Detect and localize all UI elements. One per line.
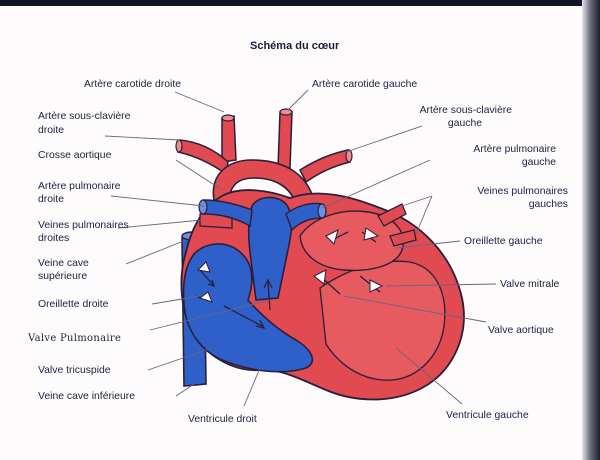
- leader-carotide-gauche: [287, 89, 309, 111]
- subclavian-left-vessel: [299, 149, 351, 184]
- leader-valve-tricuspide: [147, 347, 213, 371]
- leader-lines: [104, 89, 497, 407]
- valve-flap: [363, 227, 380, 241]
- label-veines-gauches-line1: Veines pulmonaires: [477, 186, 568, 197]
- flow-arrow-head: [255, 319, 266, 329]
- aorta: [175, 108, 353, 206]
- diagram-title: Schéma du cœur: [250, 40, 340, 52]
- leader-valve-pulmonaire: [149, 299, 271, 331]
- label-veine-cave-sup-line1: Veine cave: [38, 258, 89, 269]
- leader-carotide-droite: [174, 91, 225, 113]
- leader-oreillette-droite: [151, 295, 201, 305]
- scan-top-band: [0, 0, 600, 6]
- label-oreillette-droite: Oreillette droite: [38, 299, 109, 310]
- label-sous-claviere-gauche-line2: gauche: [447, 118, 482, 129]
- pulmonary-artery-left-opening: [317, 203, 327, 219]
- label-oreillette-gauche: Oreillette gauche: [464, 236, 543, 247]
- valve-flap: [369, 279, 384, 293]
- leader-oreillette-gauche: [395, 240, 461, 249]
- leader-veines-gauches-2: [415, 195, 433, 235]
- valve-flap: [196, 261, 211, 273]
- scan-edge-shadow: [582, 0, 600, 460]
- leader-veines-droites: [117, 219, 203, 229]
- label-sous-claviere-droite-line1: Artère sous-clavière: [38, 111, 131, 122]
- carotid-right-opening: [221, 114, 235, 122]
- label-veines-droites-line1: Veines pulmonaires: [38, 220, 129, 231]
- pulmonary-vein-left-lower: [389, 229, 417, 247]
- label-sous-claviere-droite-line2: droite: [38, 125, 64, 136]
- leader-pulmonaire-droite: [110, 195, 205, 207]
- leader-valve-aortique: [343, 295, 487, 323]
- label-sous-claviere-gauche-line1: Artère sous-clavière: [419, 105, 512, 116]
- carotid-right-vessel: [221, 115, 237, 163]
- leader-ventricule-droit: [243, 367, 261, 407]
- valve-flap: [313, 269, 327, 285]
- flow-arrow-head: [207, 279, 216, 288]
- label-ventricule-droit: Ventricule droit: [188, 414, 257, 425]
- leader-veine-cave-inf: [175, 383, 195, 397]
- leader-sous-claviere-gauche: [345, 125, 423, 153]
- label-valve-aortique: Valve aortique: [488, 325, 554, 336]
- left-atrium: [299, 210, 404, 272]
- label-veines-droites-line2: droites: [38, 233, 70, 244]
- flow-arrow: [199, 269, 215, 287]
- valve-flap: [198, 291, 213, 303]
- carotid-left-opening: [279, 108, 293, 116]
- valve-flap: [325, 229, 339, 245]
- leader-ventricule-gauche: [395, 347, 463, 405]
- label-veines-gauches-line2: gauches: [528, 199, 568, 210]
- pulmonary-artery-right-opening: [198, 199, 208, 215]
- pulmonary-vein-left-upper: [377, 203, 407, 227]
- right-heart-chambers: [182, 243, 314, 373]
- label-valve-tricuspide: Valve tricuspide: [38, 365, 111, 376]
- label-pulmonaire-droite-line1: Artère pulmonaire: [38, 181, 121, 192]
- subclavian-right-opening: [175, 139, 183, 153]
- label-crosse-aortique: Crosse aortique: [38, 150, 112, 161]
- leader-valve-mitrale: [385, 283, 497, 287]
- leader-veine-cave-sup: [125, 239, 187, 265]
- label-carotide-droite: Artère carotide droite: [84, 79, 182, 90]
- pulmonary-trunk: [247, 196, 293, 301]
- leader-veines-gauches-1: [401, 195, 433, 207]
- label-valve-pulmonaire: Valve Pulmonaire: [28, 333, 122, 344]
- label-pulmonaire-droite-line2: droite: [38, 194, 64, 205]
- label-carotide-gauche: Artère carotide gauche: [312, 79, 418, 90]
- label-pulmonaire-gauche-line2: gauche: [521, 157, 556, 168]
- label-pulmonaire-gauche-line1: Artère pulmonaire: [473, 144, 556, 155]
- flow-arrow-head: [263, 278, 273, 289]
- label-veine-cave-sup-line2: supérieure: [38, 271, 88, 282]
- valve-flaps: [196, 227, 384, 303]
- label-veine-cave-inf: Veine cave inférieure: [38, 391, 136, 402]
- flow-arrow: [223, 305, 263, 327]
- leader-pulmonaire-gauche: [321, 159, 431, 209]
- carotid-left-vessel: [277, 111, 293, 169]
- flow-arrow: [267, 281, 271, 311]
- subclavian-left-opening: [345, 149, 353, 163]
- subclavian-right-vessel: [177, 139, 229, 176]
- leader-crosse-aortique: [175, 159, 223, 191]
- label-ventricule-gauche: Ventricule gauche: [446, 410, 529, 421]
- leader-sous-claviere-droite: [104, 135, 181, 141]
- label-valve-mitrale: Valve mitrale: [500, 279, 560, 290]
